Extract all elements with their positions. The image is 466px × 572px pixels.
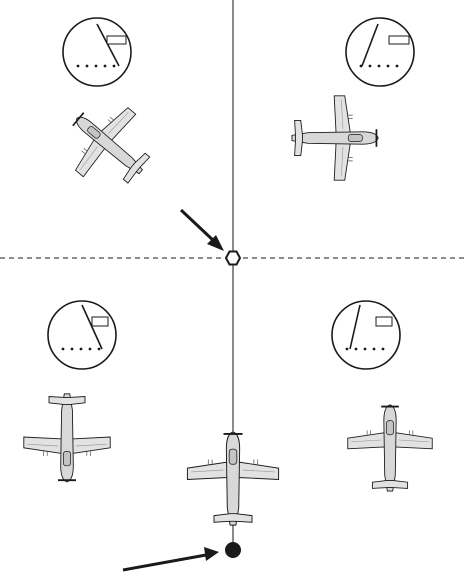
hexagon-marker <box>226 252 240 265</box>
lower-pointer-arrow <box>123 547 219 570</box>
aircraft-bottom-right <box>348 405 432 491</box>
dial-top-left <box>63 18 131 86</box>
aircraft-top-right <box>292 96 378 180</box>
aircraft-bottom-left <box>24 394 110 482</box>
dial-bottom-left <box>48 301 116 369</box>
dial-bottom-right <box>332 301 400 369</box>
aircraft-top-left <box>51 87 167 203</box>
upper-pointer-arrow <box>181 210 224 251</box>
dot-marker <box>225 542 241 558</box>
aircraft-center <box>187 432 278 525</box>
dial-top-right <box>346 18 414 86</box>
